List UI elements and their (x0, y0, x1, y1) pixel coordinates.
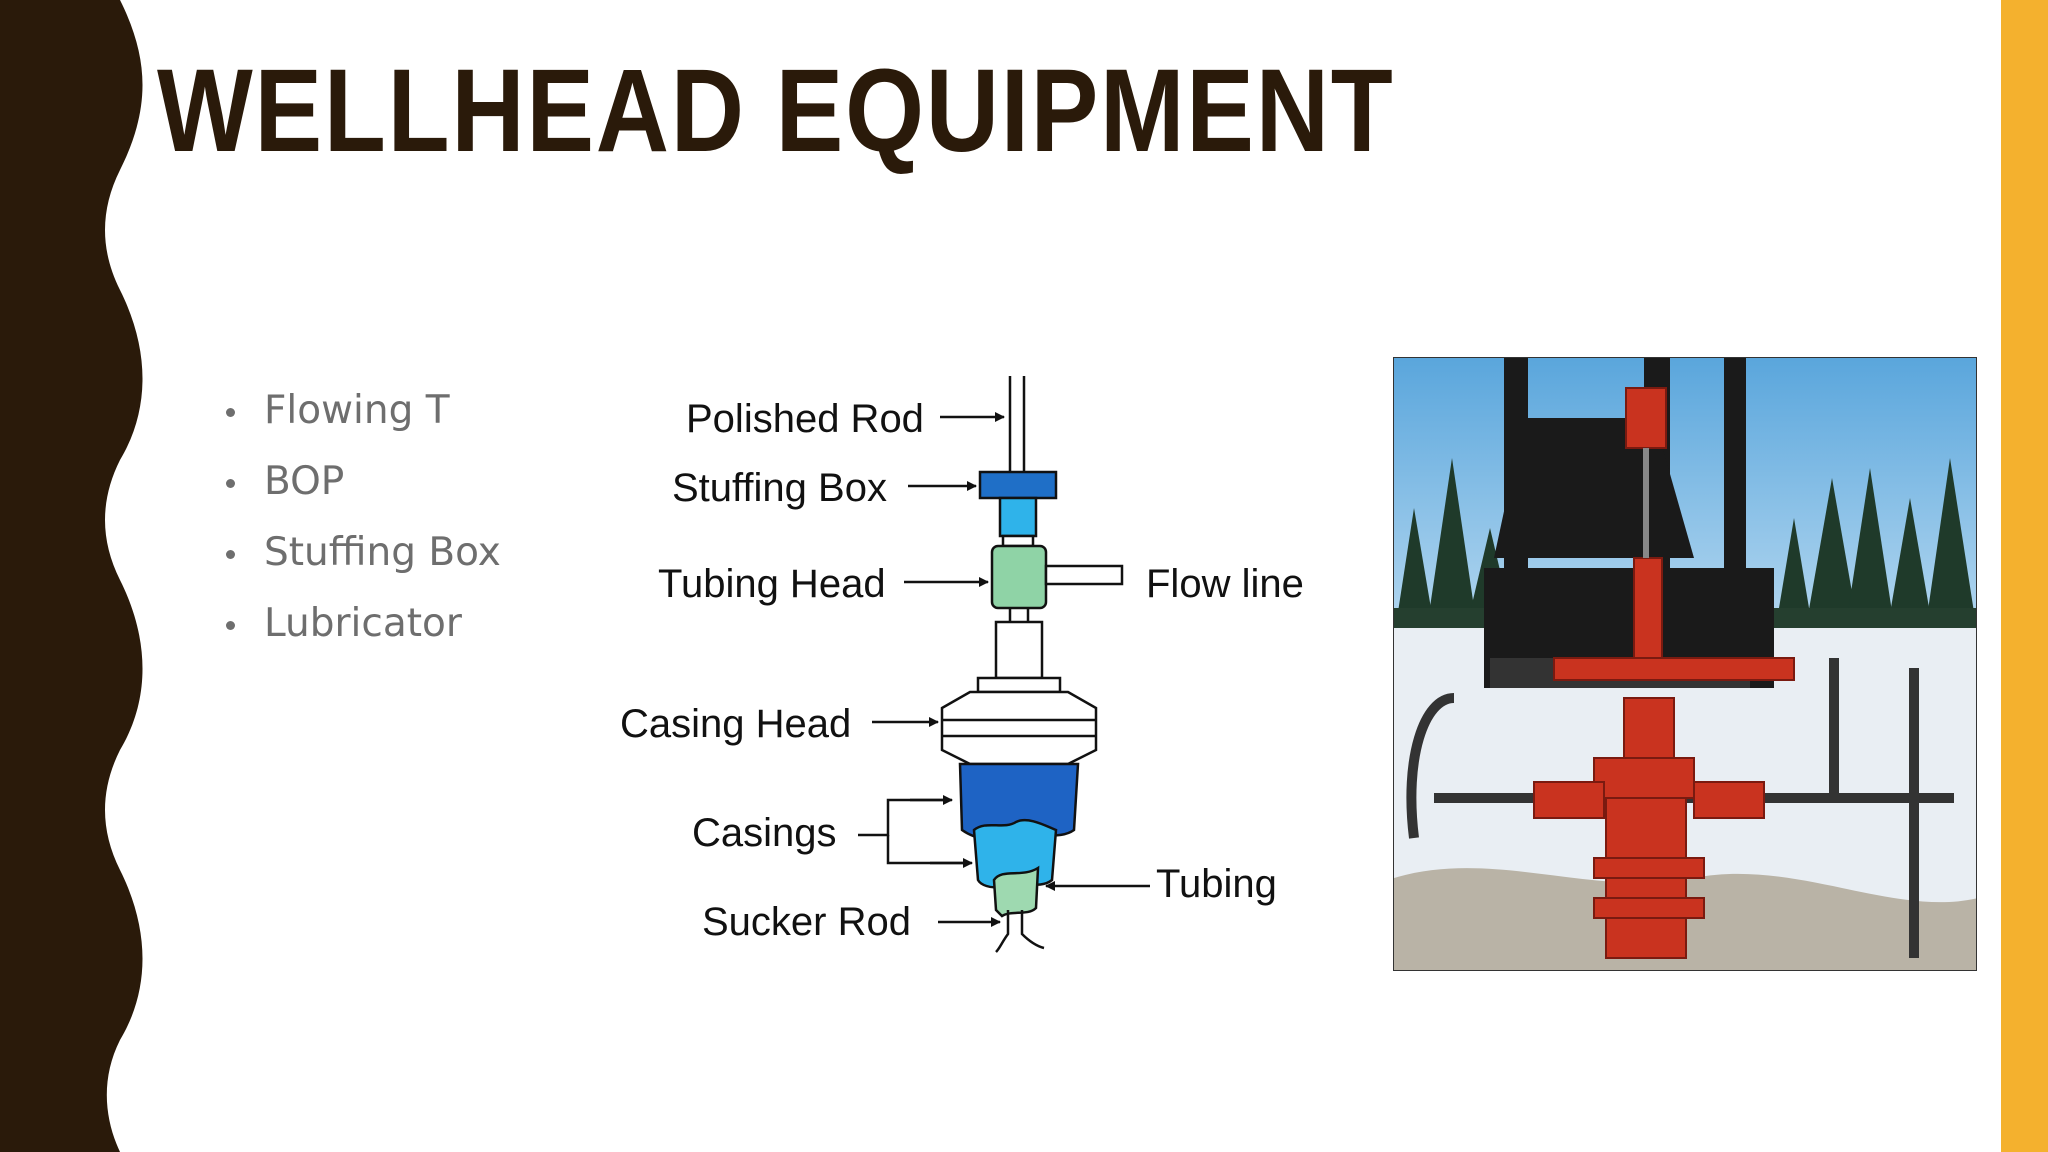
casing-head-cap (976, 676, 1062, 694)
flow-line-pipe (1044, 564, 1124, 586)
slide-title: WELLHEAD EQUIPMENT (157, 45, 1395, 177)
wellhead-photo (1393, 357, 1977, 971)
left-wave-border (0, 0, 143, 1152)
sucker-rod-line (1020, 910, 1045, 950)
right-accent-bar (2001, 0, 2048, 1152)
wellhead-diagram: Polished Rod Stuffing Box Tubing Head Fl… (620, 376, 1304, 953)
sucker-rod-line (995, 910, 1010, 953)
bullet-item: Stuffing Box (222, 524, 501, 595)
label-stuffing-box: Stuffing Box (672, 466, 887, 510)
bullet-item: BOP (222, 453, 501, 524)
stuffing-box-collar (1001, 534, 1035, 548)
tubing-head-shape (990, 544, 1048, 610)
label-sucker-rod: Sucker Rod (702, 900, 911, 944)
casings-bracket (858, 798, 950, 837)
casing-head-shape (940, 690, 1098, 766)
label-casings: Casings (692, 811, 837, 855)
bullet-item: Flowing T (222, 382, 501, 453)
tubing-shape (992, 865, 1040, 918)
casings-bracket (886, 835, 970, 865)
label-flow-line: Flow line (1146, 562, 1304, 606)
stuffing-box-shape (978, 470, 1058, 500)
bullet-list: Flowing T BOP Stuffing Box Lubricator (222, 382, 501, 666)
spool-shape (994, 620, 1044, 680)
stuffing-box-neck (998, 496, 1038, 538)
wellhead-tree (1533, 387, 1795, 959)
label-tubing-head: Tubing Head (658, 562, 886, 606)
label-tubing: Tubing (1156, 862, 1277, 906)
label-polished-rod: Polished Rod (686, 397, 924, 441)
bullet-item: Lubricator (222, 595, 501, 666)
label-casing-head: Casing Head (620, 702, 851, 746)
